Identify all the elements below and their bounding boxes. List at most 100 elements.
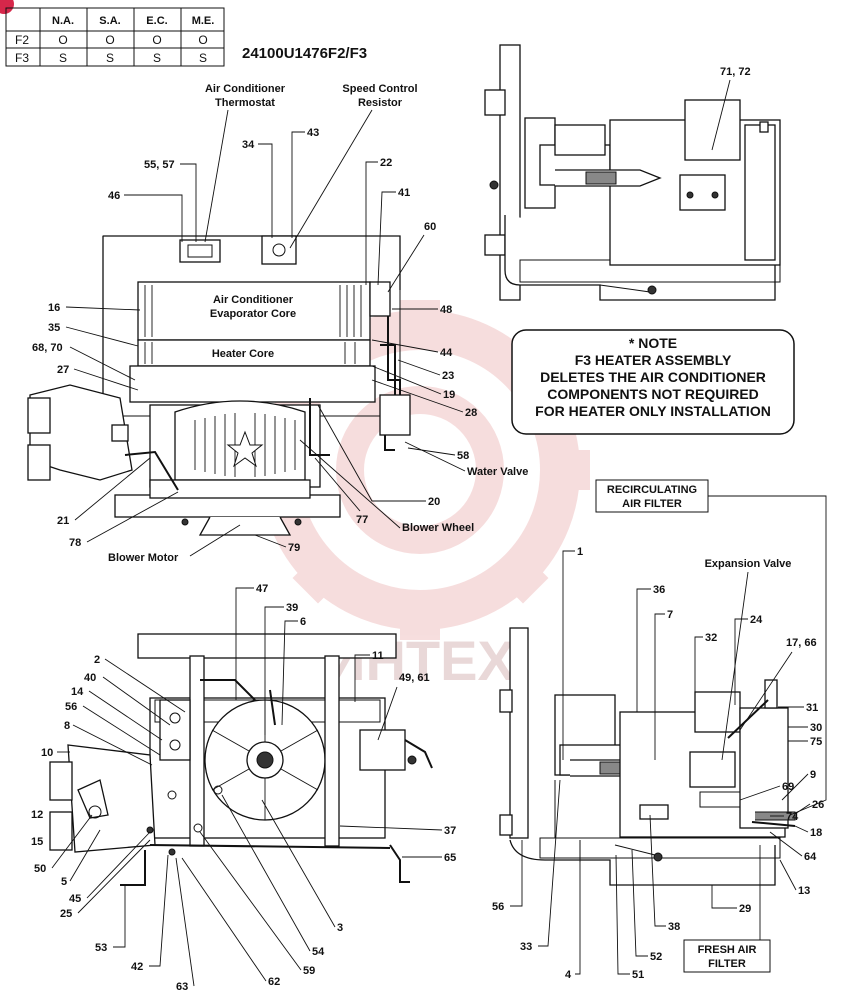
part-number-title: 24100U1476F2/F3: [242, 45, 367, 62]
callout-label: 18: [810, 827, 822, 839]
table-row-label: F2: [15, 33, 29, 47]
callout-label: 27: [57, 364, 69, 376]
callout-label: 43: [307, 127, 319, 139]
table-cell: O: [58, 33, 67, 47]
label-water-valve: Water Valve: [467, 466, 528, 478]
callout-label: 1: [577, 546, 583, 558]
table-row-label: F3: [15, 51, 29, 65]
callout-label: 29: [739, 903, 751, 915]
label-evaporator-core: Air Conditioner: [213, 294, 294, 306]
callout-label: 12: [31, 809, 43, 821]
callout-label: 4: [565, 969, 572, 981]
note-line: F3 HEATER ASSEMBLY: [575, 352, 732, 368]
callout-label: 60: [424, 221, 436, 233]
label-fresh-air-filter: FILTER: [708, 958, 746, 970]
callout-label: 35: [48, 322, 60, 334]
view-side-assembly: [484, 44, 781, 301]
callout-label: 56: [492, 901, 504, 913]
table-header-me: M.E.: [192, 15, 215, 27]
corner-badge-icon: [0, 0, 14, 14]
callout-label: 16: [48, 302, 60, 314]
note-line: FOR HEATER ONLY INSTALLATION: [535, 403, 771, 419]
label-recirculating-filter: AIR FILTER: [622, 498, 682, 510]
label-recirculating-filter: RECIRCULATING: [607, 484, 697, 496]
callout-label: 6: [300, 616, 306, 628]
callout-label: 54: [312, 946, 325, 958]
table-header-ec: E.C.: [146, 15, 167, 27]
table-cell: O: [152, 33, 161, 47]
callout-label: 38: [668, 921, 680, 933]
callout-label: 62: [268, 976, 280, 988]
callout-label: 33: [520, 941, 532, 953]
view-side-filter-assembly: [499, 627, 796, 886]
callout-label: 37: [444, 825, 456, 837]
label-heater-core: Heater Core: [212, 348, 274, 360]
label-fresh-air-filter: FRESH AIR: [698, 944, 757, 956]
callout-label: 50: [34, 863, 46, 875]
callout-label: 74: [786, 811, 799, 823]
callout-label: 71, 72: [720, 66, 751, 78]
callout-label: 25: [60, 908, 72, 920]
callout-label: 77: [356, 514, 368, 526]
view-rear-assembly: [49, 633, 433, 886]
callouts-front-view: 55, 57 46 34 43 22 41 60 16 35 68, 70 27…: [32, 127, 477, 554]
callout-label: 23: [442, 370, 454, 382]
callout-label: 65: [444, 852, 456, 864]
callout-label: 41: [398, 187, 410, 199]
view-front-assembly: [27, 235, 411, 536]
callout-label: 30: [810, 722, 822, 734]
table-cell: S: [59, 51, 67, 65]
table-header-sa: S.A.: [99, 15, 120, 27]
label-evaporator-core: Evaporator Core: [210, 308, 296, 320]
callout-label: 68, 70: [32, 342, 63, 354]
note-line: * NOTE: [629, 335, 677, 351]
callout-label: 21: [57, 515, 69, 527]
callout-label: 51: [632, 969, 644, 981]
callout-label: 15: [31, 836, 43, 848]
table-cell: O: [198, 33, 207, 47]
callout-label: 17, 66: [786, 637, 817, 649]
note-line: COMPONENTS NOT REQUIRED: [547, 386, 759, 402]
callouts-rear-view: 47 39 6 2 40 14 56 8 10 11 49, 61 12 15 …: [31, 583, 456, 993]
callout-label: 47: [256, 583, 268, 595]
label-ac-thermostat: Thermostat: [215, 97, 275, 109]
callout-label: 2: [94, 654, 100, 666]
callout-label: 40: [84, 672, 96, 684]
table-header-na: N.A.: [52, 15, 74, 27]
label-speed-control-resistor: Speed Control: [342, 83, 417, 95]
callout-label: 24: [750, 614, 763, 626]
label-blower-wheel: Blower Wheel: [402, 522, 474, 534]
callout-label: 49, 61: [399, 672, 430, 684]
callout-label: 45: [69, 893, 81, 905]
callout-label: 34: [242, 139, 255, 151]
callout-label: 44: [440, 347, 453, 359]
callout-label: 39: [286, 602, 298, 614]
note-line: DELETES THE AIR CONDITIONER: [540, 369, 766, 385]
callout-label: 9: [810, 769, 816, 781]
label-speed-control-resistor: Resistor: [358, 97, 403, 109]
callout-label: 75: [810, 736, 822, 748]
callout-label: 58: [457, 450, 469, 462]
callout-label: 78: [69, 537, 81, 549]
note-box: * NOTE F3 HEATER ASSEMBLY DELETES THE AI…: [511, 329, 795, 435]
callout-label: 26: [812, 799, 824, 811]
callout-label: 31: [806, 702, 818, 714]
callout-label: 59: [303, 965, 315, 977]
callout-label: 79: [288, 542, 300, 554]
callout-label: 48: [440, 304, 452, 316]
callout-label: 55, 57: [144, 159, 175, 171]
callout-label: 5: [61, 876, 67, 888]
callout-label: 8: [64, 720, 70, 732]
label-ac-thermostat: Air Conditioner: [205, 83, 286, 95]
region-table: N.A. S.A. E.C. M.E. F2 O O O O F3 S S S …: [5, 7, 225, 67]
callout-label: 20: [428, 496, 440, 508]
callout-label: 36: [653, 584, 665, 596]
callouts-side-filter-view: 1 36 7 32 24 17, 66 31 30 75 9 69 74 26 …: [492, 546, 824, 981]
callout-label: 14: [71, 686, 84, 698]
callout-label: 42: [131, 961, 143, 973]
callout-label: 64: [804, 851, 817, 863]
callout-label: 52: [650, 951, 662, 963]
callout-label: 53: [95, 942, 107, 954]
